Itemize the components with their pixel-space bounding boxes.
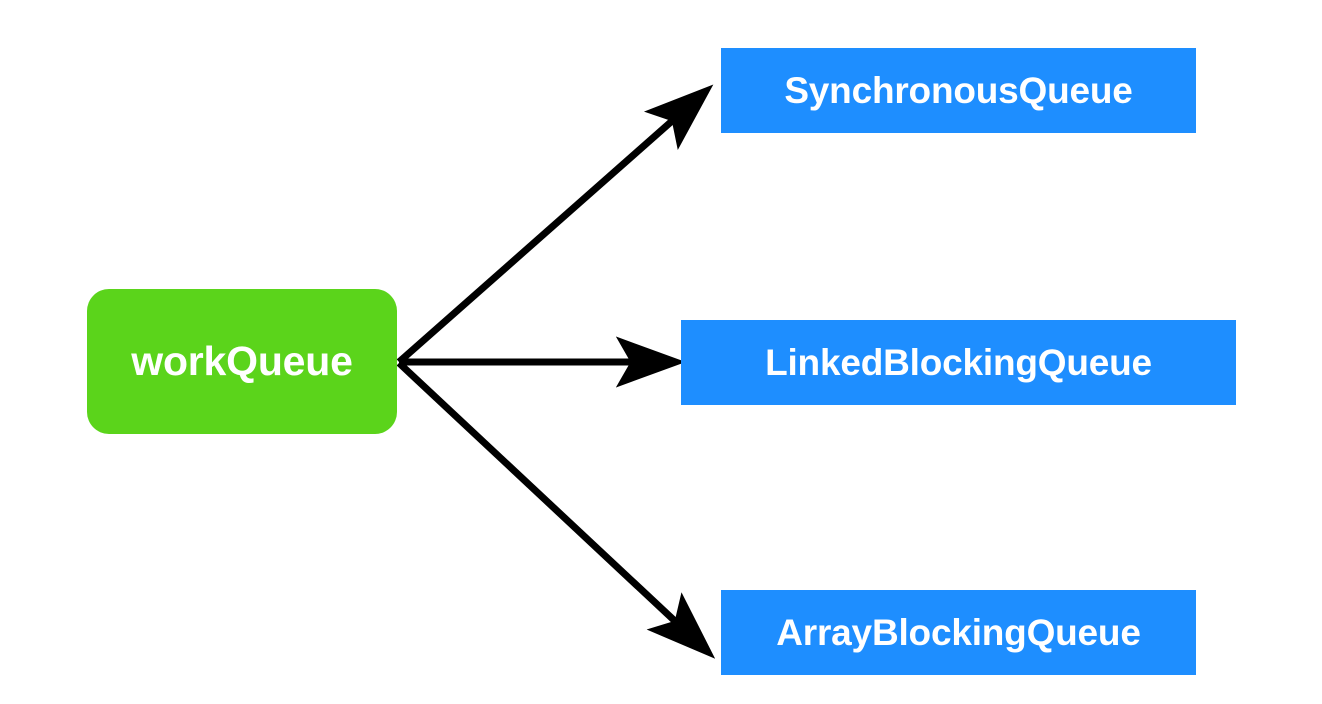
- node-synchronous-queue-label: SynchronousQueue: [784, 69, 1133, 111]
- node-linked-blocking-queue-label: LinkedBlockingQueue: [765, 341, 1152, 383]
- edge-workqueue-to-synchronousqueue: [396, 84, 714, 365]
- node-array-blocking-queue[interactable]: ArrayBlockingQueue: [721, 590, 1196, 675]
- node-work-queue[interactable]: workQueue: [87, 289, 397, 434]
- node-work-queue-label: workQueue: [131, 338, 353, 384]
- node-synchronous-queue[interactable]: SynchronousQueue: [721, 48, 1196, 133]
- edge-workqueue-to-arrayblockingqueue: [396, 360, 716, 659]
- node-array-blocking-queue-label: ArrayBlockingQueue: [776, 611, 1141, 653]
- node-linked-blocking-queue[interactable]: LinkedBlockingQueue: [681, 320, 1236, 405]
